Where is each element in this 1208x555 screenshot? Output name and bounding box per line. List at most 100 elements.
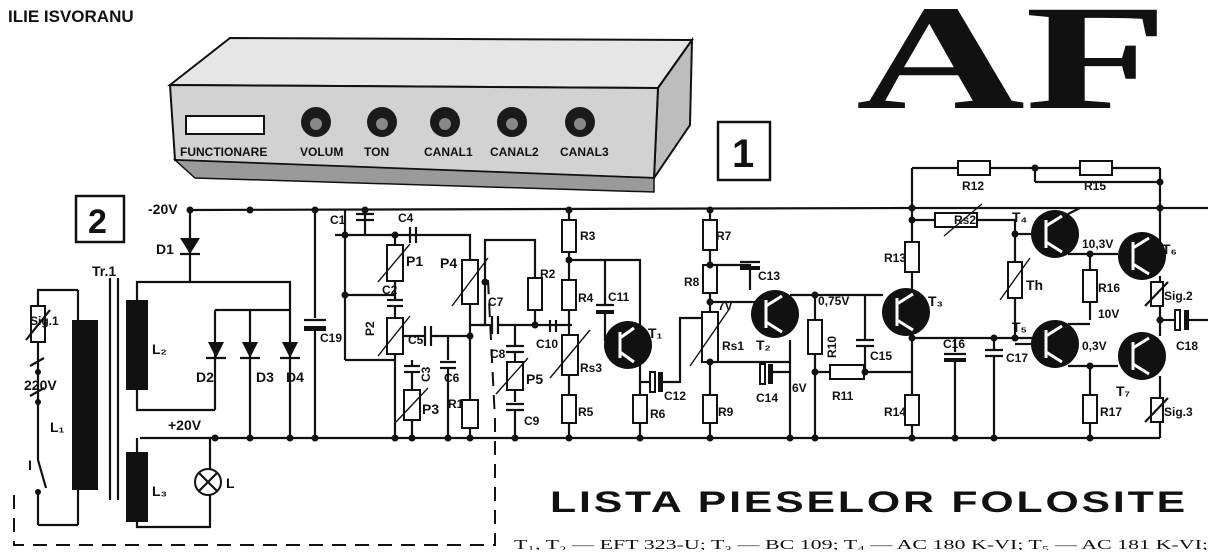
103v-label: 10,3V <box>1082 237 1113 251</box>
p3-label: P3 <box>422 401 439 417</box>
c3-label: C3 <box>419 366 433 382</box>
diode-d2-icon <box>208 342 224 358</box>
resistor-r7-icon <box>702 219 718 251</box>
r13-label: R13 <box>884 251 906 265</box>
c17-label: C17 <box>1006 351 1028 365</box>
channel3-knob <box>565 107 595 137</box>
c10-label: C10 <box>536 337 558 351</box>
c5-label: C5 <box>408 333 424 347</box>
t4-label: T₄ <box>1012 209 1027 225</box>
diode-d3-icon <box>242 342 258 358</box>
resistor-r6-icon <box>632 394 648 424</box>
primary-winding <box>72 320 98 490</box>
d3-label: D3 <box>256 369 274 385</box>
p1-label: P1 <box>406 253 423 269</box>
stage-t2 <box>689 210 912 438</box>
r11-label: R11 <box>832 389 854 403</box>
label-functionare: FUNCTIONARE <box>180 145 267 159</box>
lamp-l-label: L <box>226 475 235 491</box>
r8-label: R8 <box>684 275 700 289</box>
mains-220v-label: 220V <box>24 377 57 393</box>
resistor-r5-icon <box>561 394 577 424</box>
p5-label: P5 <box>526 371 543 387</box>
d2-label: D2 <box>196 369 214 385</box>
r7-label: R7 <box>716 229 732 243</box>
10v-label: 10V <box>1098 307 1119 321</box>
c1-label: C1 <box>330 213 346 227</box>
neg-20v-label: -20V <box>148 201 178 217</box>
t7-label: T₇ <box>1116 383 1130 399</box>
th-label: Th <box>1026 277 1043 293</box>
resistor-r15-icon <box>1079 160 1113 176</box>
rs1-label: Rs1 <box>722 339 744 353</box>
r1-label: R1 <box>448 397 464 411</box>
diode-d1-icon <box>180 238 200 254</box>
t3-label: T₃ <box>928 293 943 309</box>
volume-knob <box>301 107 331 137</box>
p4-label: P4 <box>440 255 457 271</box>
c2-label: C2 <box>382 283 398 297</box>
r15-label: R15 <box>1084 179 1106 193</box>
parts-list-first-line: T₁, T₂ — EFT 323-U; T₃ — BC 109; T₄ — AC… <box>514 538 1208 550</box>
resistor-r2-icon <box>527 277 543 311</box>
sig3-label: Sig.3 <box>1164 405 1193 419</box>
channel1-knob <box>430 107 460 137</box>
r4-label: R4 <box>578 291 594 305</box>
r6-label: R6 <box>650 407 666 421</box>
junction-dots <box>186 164 1164 442</box>
parts-list-heading: LISTA PIESELOR FOLOSITE <box>550 486 1188 519</box>
c18-label: C18 <box>1176 339 1198 353</box>
075v-label: 0,75V <box>818 294 849 308</box>
l2-label: L₂ <box>152 341 167 357</box>
transistor-t6-icon <box>1118 232 1166 280</box>
rs2-label: Rs2 <box>954 213 976 227</box>
tone-knob <box>367 107 397 137</box>
svg-text:2: 2 <box>88 203 107 241</box>
03v-label: 0,3V <box>1082 339 1107 353</box>
r10-label: R10 <box>825 336 839 358</box>
resistor-r9-icon <box>702 394 718 424</box>
r2-label: R2 <box>540 267 556 281</box>
resistor-r10-icon <box>807 319 823 355</box>
c4-label: C4 <box>398 211 414 225</box>
c15-label: C15 <box>870 349 892 363</box>
6v-label: 6V <box>792 381 807 395</box>
device-illustration: FUNCTIONARE VOLUM TON CANAL1 CANAL2 CANA… <box>167 36 694 193</box>
svg-text:1: 1 <box>732 132 754 176</box>
l3-label: L₃ <box>152 483 167 499</box>
c13-label: C13 <box>758 269 780 283</box>
potentiometer-p2-icon <box>386 317 404 355</box>
c19-label: C19 <box>320 331 342 345</box>
pos-20v-label: +20V <box>168 417 202 433</box>
channel2-knob <box>497 107 527 137</box>
resistor-r16-icon <box>1082 269 1098 303</box>
mains-input <box>25 278 120 527</box>
t1-label: T₁ <box>648 325 663 341</box>
c8-label: C8 <box>490 347 506 361</box>
switch-i-label: I <box>28 457 32 473</box>
sig1-label: Sig.1 <box>30 314 59 328</box>
r3-label: R3 <box>580 229 596 243</box>
7v-label: 7V <box>718 299 733 313</box>
sig2-label: Sig.2 <box>1164 289 1193 303</box>
figure-1-box: 1 <box>716 120 772 182</box>
p2-label: P2 <box>363 321 377 336</box>
stage-t3-output <box>855 160 1208 438</box>
transformer-label: Tr.1 <box>92 263 116 279</box>
resistor-r1-icon <box>461 399 479 429</box>
transistor-t1-icon <box>604 321 652 369</box>
r17-label: R17 <box>1100 405 1122 419</box>
t5-label: T₅ <box>1012 319 1027 335</box>
potentiometer-p1-icon <box>386 244 404 282</box>
capacitor-c19 <box>304 210 326 438</box>
c11-label: C11 <box>608 290 630 304</box>
r5-label: R5 <box>578 405 594 419</box>
transistor-t3-icon <box>882 288 930 336</box>
resistor-r17-icon <box>1082 394 1098 424</box>
r9-label: R9 <box>718 405 734 419</box>
resistor-r11-icon <box>829 364 865 380</box>
resistor-r3-icon <box>561 219 577 253</box>
c7-label: C7 <box>488 295 504 309</box>
power-switch-slot <box>185 115 265 135</box>
